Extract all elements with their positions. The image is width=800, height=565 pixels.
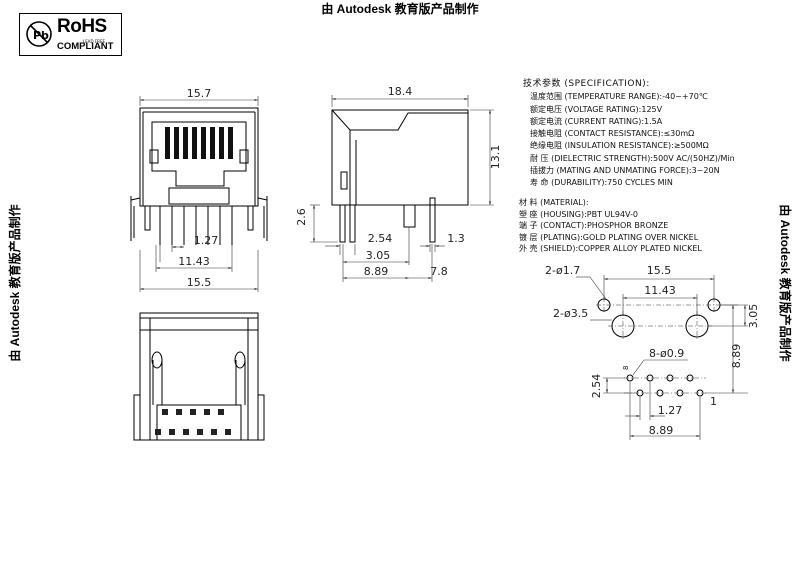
- dimension-labels: 15.7 1.27 11.43 15.5 18.4 13.1 2.6 2.54 …: [178, 85, 760, 437]
- dim-side-length: 18.4: [388, 85, 413, 98]
- svg-text:Pb: Pb: [33, 29, 49, 42]
- dim-side-1-3: 1.3: [447, 232, 465, 245]
- dim-fp-8-89-v: 8.89: [730, 344, 743, 369]
- front-body-outline: [139, 107, 259, 207]
- lead-free-text: LEAD FREE: [83, 39, 105, 44]
- front-contacts: [165, 127, 233, 159]
- side-shield-tab: [429, 197, 436, 243]
- dim-front-width-bottom: 15.5: [187, 276, 212, 289]
- dim-front-span: 11.43: [178, 255, 210, 268]
- dim-fp-width: 15.5: [647, 264, 672, 277]
- material-block: 材 料 (MATERIAL): 塑 座 (HOUSING):PBT UL94V-…: [519, 197, 702, 255]
- dim-fp-span: 11.43: [644, 284, 676, 297]
- spec-title: 技术参数 (SPECIFICATION):: [523, 79, 650, 89]
- pb-free-icon: Pb: [26, 21, 52, 47]
- rohs-logo: Pb RoHS LEAD FREE COMPLIANT: [19, 13, 122, 56]
- material-row: 塑 座 (HOUSING):PBT UL94V-0: [519, 209, 639, 219]
- dim-fp-holes-small: 2-ø1.7: [545, 264, 580, 277]
- bottom-view: [133, 312, 265, 441]
- material-row: 外 壳 (SHIELD):COPPER ALLOY PLATED NICKEL: [519, 244, 702, 254]
- material-row: 端 子 (CONTACT):PHOSPHOR BRONZE: [519, 221, 669, 231]
- front-latch: [168, 187, 230, 205]
- dim-side-7-8: 7.8: [430, 265, 448, 278]
- side-post: [403, 204, 416, 228]
- spec-row: 额定电压 (VOLTAGE RATING):125V: [530, 104, 663, 114]
- label-fp-pin1: 1: [710, 395, 717, 408]
- dim-fp-3-05: 3.05: [747, 304, 760, 329]
- side-pin-1: [339, 204, 346, 243]
- dim-fp-8-89-h: 8.89: [649, 424, 674, 437]
- spec-row: 温度范围 (TEMPERATURE RANGE):-40~+70℃: [530, 92, 708, 102]
- side-body-outline: [331, 109, 469, 206]
- label-fp-pin8: 8: [622, 366, 630, 370]
- side-led: [340, 171, 348, 190]
- watermark-top: 由 Autodesk 教育版产品制作: [321, 2, 479, 16]
- side-dims: [310, 95, 494, 282]
- spec-row: 插拔力 (MATING AND UNMATING FORCE):3~20N: [530, 166, 720, 176]
- spec-row: 接触电阻 (CONTACT RESISTANCE):≤30mΩ: [530, 129, 695, 139]
- spec-row: 额定电流 (CURRENT RATING):1.5A: [530, 116, 663, 126]
- bottom-post-left: [151, 351, 163, 369]
- dim-side-8-89: 8.89: [364, 265, 389, 278]
- bottom-pin-pads: [155, 409, 231, 435]
- spec-row: 寿 命 (DURABILITY):750 CYCLES MIN: [530, 178, 673, 188]
- dim-fp-2-54: 2.54: [590, 374, 603, 399]
- fp-dims: [576, 275, 748, 440]
- spec-row: 耐 压 (DIELECTRIC STRENGTH):500V AC/(50HZ)…: [530, 153, 735, 163]
- side-view: [331, 109, 469, 243]
- material-row: 镀 层 (PLATING):GOLD PLATING OVER NICKEL: [519, 232, 699, 242]
- dim-fp-holes-large: 2-ø3.5: [553, 307, 588, 320]
- front-led-right: [239, 149, 249, 164]
- front-dims: [139, 96, 259, 292]
- dim-fp-pins: 8-ø0.9: [649, 347, 684, 360]
- dim-side-height: 13.1: [489, 145, 502, 170]
- front-led-left: [149, 149, 159, 164]
- dim-side-standoff: 2.6: [295, 208, 308, 226]
- rohs-text: RoHS: [57, 16, 107, 37]
- front-port-opening: [151, 121, 247, 187]
- bottom-post-right: [234, 351, 246, 369]
- dim-side-3-05: 3.05: [366, 249, 391, 262]
- fp-center-lines: [596, 297, 722, 394]
- dim-front-pitch: 1.27: [194, 234, 219, 247]
- specification-block: 技术参数 (SPECIFICATION): 温度范围 (TEMPERATURE …: [523, 78, 735, 190]
- material-title: 材 料 (MATERIAL):: [519, 198, 589, 207]
- side-pin-2: [349, 204, 356, 243]
- dim-side-2-54: 2.54: [368, 232, 393, 245]
- spec-row: 绝缘电阻 (INSULATION RESISTANCE):≥500MΩ: [530, 141, 709, 151]
- dim-fp-pitch: 1.27: [658, 404, 683, 417]
- dim-front-width-top: 15.7: [187, 87, 212, 100]
- front-view: [130, 107, 268, 245]
- compliant-text: COMPLIANT: [57, 41, 114, 52]
- bottom-body-outline: [139, 312, 259, 441]
